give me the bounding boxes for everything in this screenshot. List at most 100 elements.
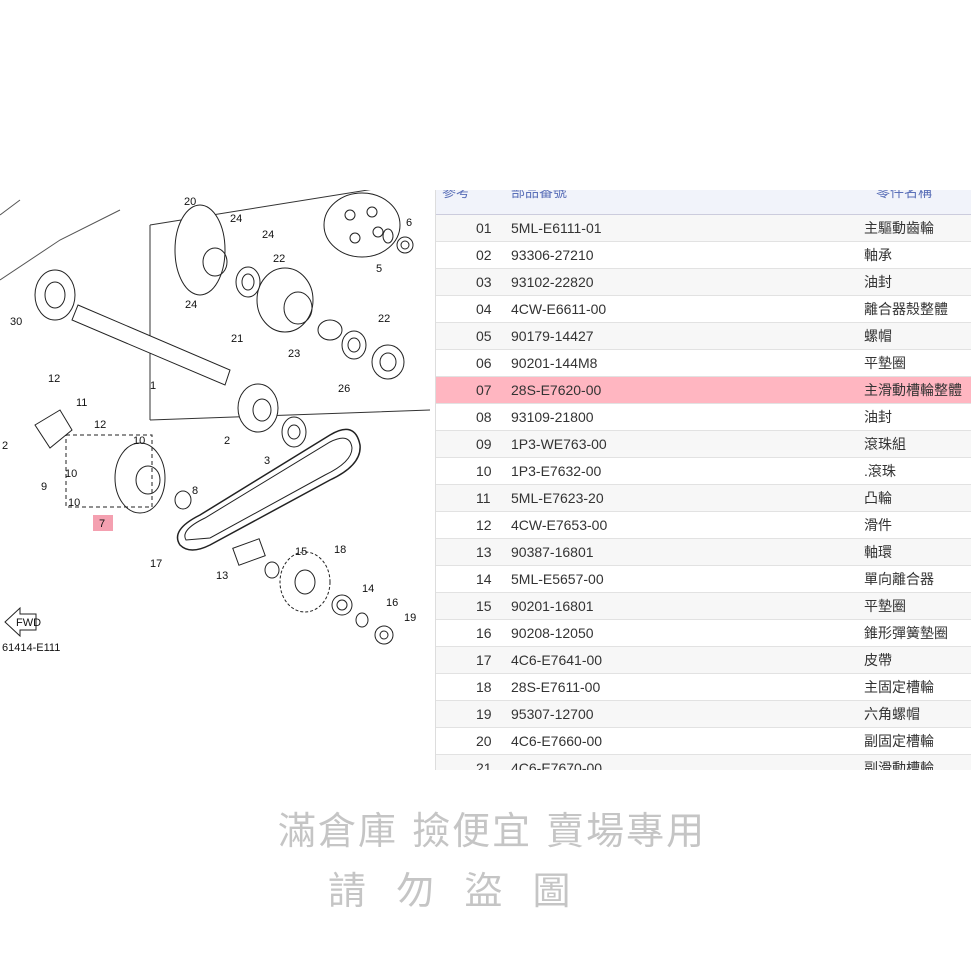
part-number: 90201-144M8 [511,355,598,371]
part-name: 螺帽 [864,328,892,344]
crankcase-outline [0,199,121,281]
callout: 12 [94,419,106,431]
part-number: 1P3-WE763-00 [511,436,607,452]
table-row[interactable]: 01 5ML-E6111-01 主驅動齒輪 [436,215,971,242]
ref-number: 19 [476,706,492,722]
seal-22b [341,330,367,360]
seal-22 [235,266,261,298]
header-ref: 參考 [442,190,470,200]
washer-16 [355,612,369,628]
callout: 17 [150,558,162,570]
table-row[interactable]: 04 4CW-E6611-00 離合器殼整體 [436,296,971,323]
ref-number: 21 [476,760,492,770]
nut-19 [374,625,394,645]
ref-number: 05 [476,328,492,344]
part-name: 離合器殼整體 [864,301,948,317]
washer-15 [264,561,280,579]
ref-number: 15 [476,598,492,614]
watermark-line1: 滿倉庫 撿便宜 賣場專用 [278,809,707,853]
part-number: 90179-14427 [511,328,594,344]
part-number: 93102-22820 [511,274,594,290]
fixed-sheave-18 [279,551,331,613]
callout: 30 [10,316,22,328]
part-number: 5ML-E7623-20 [511,490,604,506]
ball-set-box-9 [65,434,153,508]
ref-number: 08 [476,409,492,425]
callout: 26 [338,383,350,395]
ref-number: 01 [476,220,492,236]
callout: 22 [378,313,390,325]
table-row[interactable]: 11 5ML-E7623-20 凸輪 [436,485,971,512]
part-number: 5ML-E6111-01 [511,220,602,236]
ref-number: 18 [476,679,492,695]
ref-number: 06 [476,355,492,371]
callout: 23 [288,348,300,360]
callout: 13 [216,570,228,582]
callout: 18 [334,544,346,556]
part-number: 93306-27210 [511,247,594,263]
part-name: 滾珠組 [864,436,906,452]
ref-number: 04 [476,301,492,317]
ref-number: 16 [476,625,492,641]
part-number: 4CW-E6611-00 [511,301,607,317]
part-name: 主滑動槽輪整體 [864,382,962,398]
part-number: 4C6-E7641-00 [511,652,603,668]
ref-number: 10 [476,463,492,479]
callout: 10 [68,497,80,509]
part-number: 90208-12050 [511,625,594,641]
ref-number: 20 [476,733,492,749]
callout: 8 [192,485,198,497]
part-name: .滾珠 [864,463,896,479]
belt-17-inner [184,437,353,541]
bearing-2 [237,383,279,433]
part-name: 副固定槽輪 [864,733,934,749]
fwd-arrow-icon: FWD [4,606,41,638]
primary-sliding-sheave-7 [114,442,166,514]
table-row[interactable]: 05 90179-14427 螺帽 [436,323,971,350]
part-name: 主驅動齒輪 [864,220,934,236]
highlight-callout-7 [93,515,113,531]
callout: 6 [406,217,412,229]
nut-5 [396,236,414,254]
ref-number: 09 [476,436,492,452]
washer-6 [382,228,394,244]
part-name: 凸輪 [864,490,892,506]
part-name: 主固定槽輪 [864,679,934,695]
part-name: 油封 [864,409,892,425]
part-name: 軸環 [864,544,892,560]
table-row[interactable]: 09 1P3-WE763-00 滾珠組 [436,431,971,458]
part-number: 90387-16801 [511,544,594,560]
ref-number: 03 [476,274,492,290]
part-number: 5ML-E5657-00 [511,571,604,587]
ref-number: 02 [476,247,492,263]
callout: 12 [48,373,60,385]
part-name: 副滑動槽輪 [864,760,934,770]
part-name: 單向離合器 [864,571,934,587]
callout: 7 [99,518,105,530]
part-name: 滑件 [864,517,892,533]
diagram-code: 61414-E111 [2,642,60,654]
callout: 2 [224,435,230,447]
ring-23 [317,319,343,341]
collar-26 [371,344,405,380]
ref-number: 11 [476,490,491,506]
callout: 24 [262,229,274,241]
callout: 24 [185,299,197,311]
